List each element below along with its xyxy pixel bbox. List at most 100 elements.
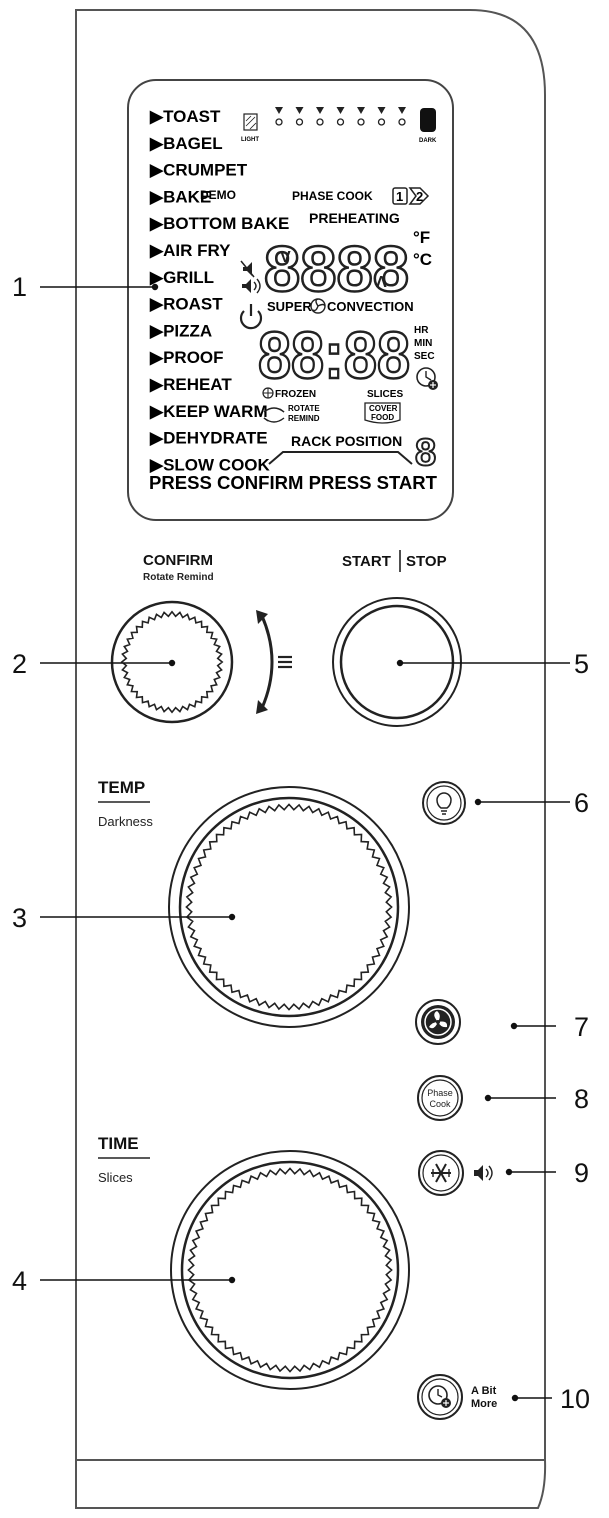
rack-bracket xyxy=(268,451,413,465)
temp-sublabel: Darkness xyxy=(98,814,153,829)
phase-cook-button-line2: Cook xyxy=(429,1099,451,1109)
food-label: FOOD xyxy=(371,413,394,422)
darkness-level-marker xyxy=(336,107,345,114)
rotate-label: ROTATE xyxy=(288,404,320,413)
mute-icon xyxy=(240,260,255,278)
menu-item: ▶PROOF xyxy=(149,348,224,367)
menu-item: ▶KEEP WARM xyxy=(149,402,268,421)
phase-cook-button-line1: Phase xyxy=(427,1088,453,1098)
speaker-icon xyxy=(242,278,261,294)
a-bit-more-line1: A Bit xyxy=(471,1385,497,1397)
speaker-icon xyxy=(474,1165,493,1181)
a-bit-more-line2: More xyxy=(471,1398,497,1410)
darkness-level-dot xyxy=(377,118,386,126)
phase-cook-label: PHASE COOK xyxy=(292,189,373,203)
confirm-label: CONFIRM xyxy=(143,552,213,569)
menu-item: ▶CRUMPET xyxy=(149,161,248,180)
light-toast-icon xyxy=(243,113,258,131)
darkness-level-dot xyxy=(336,118,345,126)
callout-7: 7 xyxy=(574,1012,589,1042)
time-sublabel: Slices xyxy=(98,1170,133,1185)
lcd-display xyxy=(127,79,454,521)
frozen-label: FROZEN xyxy=(275,389,316,400)
time-dial[interactable] xyxy=(170,1150,410,1390)
menu-item: ▶GRILL xyxy=(149,268,214,287)
frozen-button[interactable] xyxy=(418,1150,464,1196)
darkness-level-dot xyxy=(295,118,304,126)
phase-2-indicator: 2 xyxy=(416,189,423,204)
menu-item: ▶REHEAT xyxy=(149,375,232,394)
slices-label: SLICES xyxy=(367,389,403,400)
demo-label: DEMO xyxy=(200,188,236,202)
darkness-level-marker xyxy=(377,107,386,114)
darkness-scale: LIGHT DARK xyxy=(241,107,437,144)
time-readout: 88:88 xyxy=(258,318,410,392)
up-indicator: V xyxy=(280,249,291,266)
temp-label: TEMP xyxy=(98,778,145,797)
callout-2: 2 xyxy=(12,649,27,679)
cover-label: COVER xyxy=(369,404,398,413)
darkness-level-marker xyxy=(316,107,324,114)
press-confirm-press-start: PRESS CONFIRM PRESS START xyxy=(149,473,437,493)
frozen-indicator-icon xyxy=(262,387,274,399)
menu-item: ▶TOAST xyxy=(149,107,221,126)
menu-item: ▶BOTTOM BAKE xyxy=(149,214,289,233)
darkness-level-dot xyxy=(357,118,365,126)
celsius-label: °C xyxy=(413,250,432,269)
light-label: LIGHT xyxy=(241,137,259,143)
menu-item: ▶BAKE xyxy=(149,187,211,206)
power-icon xyxy=(239,304,263,330)
darkness-level-dot xyxy=(275,118,283,126)
cooking-function-list: ▶TOAST ▶BAGEL ▶CRUMPET ▶BAKE ▶BOTTOM BAKE ▶AI… xyxy=(149,107,289,474)
darkness-level-marker xyxy=(398,107,406,114)
callout-6: 6 xyxy=(574,788,589,818)
confirm-sublabel: Rotate Remind xyxy=(143,572,214,583)
clock-plus-icon xyxy=(428,1385,451,1408)
callout-10: 10 xyxy=(560,1384,590,1414)
a-bit-more-indicator-icon xyxy=(416,367,438,390)
light-button[interactable] xyxy=(422,781,466,825)
menu-item: ▶PIZZA xyxy=(149,321,212,340)
callout-1: 1 xyxy=(12,272,27,302)
temp-dial[interactable] xyxy=(168,786,410,1028)
stop-label: STOP xyxy=(406,553,447,570)
dark-label: DARK xyxy=(419,138,437,144)
callout-3: 3 xyxy=(12,903,27,933)
hours-label: HR xyxy=(414,325,429,336)
darkness-level-marker xyxy=(295,107,304,114)
phase-1-indicator: 1 xyxy=(396,189,403,204)
menu-item: ▶AIR FRY xyxy=(149,241,231,260)
time-label: TIME xyxy=(98,1134,139,1153)
fan-icon xyxy=(424,1008,452,1036)
darkness-level-dot xyxy=(398,118,406,126)
convection-label: CONVECTION xyxy=(327,299,414,314)
rack-position-digit: 8 xyxy=(415,432,436,474)
dark-toast-icon xyxy=(420,108,436,132)
snowflake-icon xyxy=(431,1163,451,1183)
menu-item: ▶ROAST xyxy=(149,295,223,314)
lightbulb-icon xyxy=(436,792,452,815)
callout-5: 5 xyxy=(574,649,589,679)
darkness-level-marker xyxy=(357,107,365,114)
super-label: SUPER xyxy=(267,299,312,314)
darkness-level-dot xyxy=(316,118,324,126)
phase-cook-button[interactable]: Phase Cook xyxy=(417,1075,463,1121)
rotate-icon xyxy=(263,407,285,423)
minutes-label: MIN xyxy=(414,338,432,349)
menu-item: ▶BAGEL xyxy=(149,134,223,153)
convection-fan-icon xyxy=(310,298,326,314)
remind-label: REMIND xyxy=(288,414,320,423)
fahrenheit-label: °F xyxy=(413,228,430,247)
a-bit-more-button[interactable] xyxy=(417,1374,463,1420)
panel-base xyxy=(75,1459,547,1509)
rotate-arrows-icon xyxy=(256,610,292,714)
down-indicator: Λ xyxy=(376,274,387,291)
preheating-label: PREHEATING xyxy=(309,210,400,226)
callout-9: 9 xyxy=(574,1158,589,1188)
convection-button[interactable] xyxy=(415,999,461,1045)
start-label: START xyxy=(342,553,391,570)
rack-position-label: RACK POSITION xyxy=(291,433,402,449)
seconds-label: SEC xyxy=(414,351,435,362)
temperature-readout: 8888 xyxy=(264,233,409,305)
